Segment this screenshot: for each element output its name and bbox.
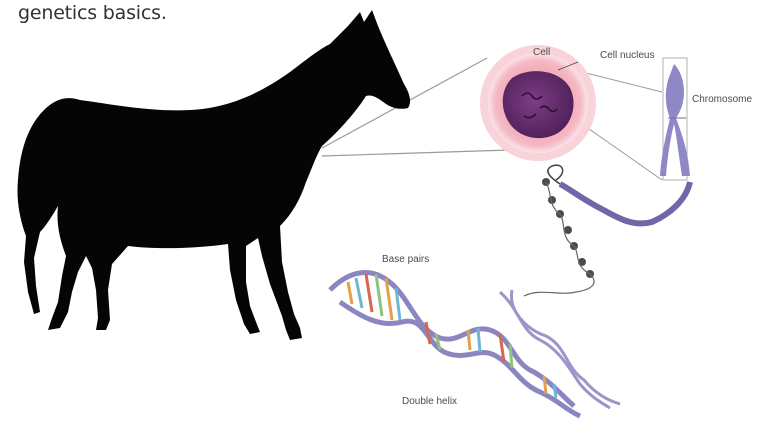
label-cell: Cell: [533, 47, 550, 58]
cell-icon: [480, 45, 596, 161]
label-base-pairs: Base pairs: [382, 254, 429, 265]
horse-silhouette-icon: [17, 10, 410, 340]
chromosome-icon: [660, 58, 690, 180]
label-double-helix: Double helix: [402, 396, 457, 407]
label-chromosome: Chromosome: [692, 94, 752, 105]
chromatin-strand: [524, 165, 690, 296]
label-cell-nucleus: Cell nucleus: [600, 50, 654, 61]
dna-helix-icon: [330, 273, 580, 416]
